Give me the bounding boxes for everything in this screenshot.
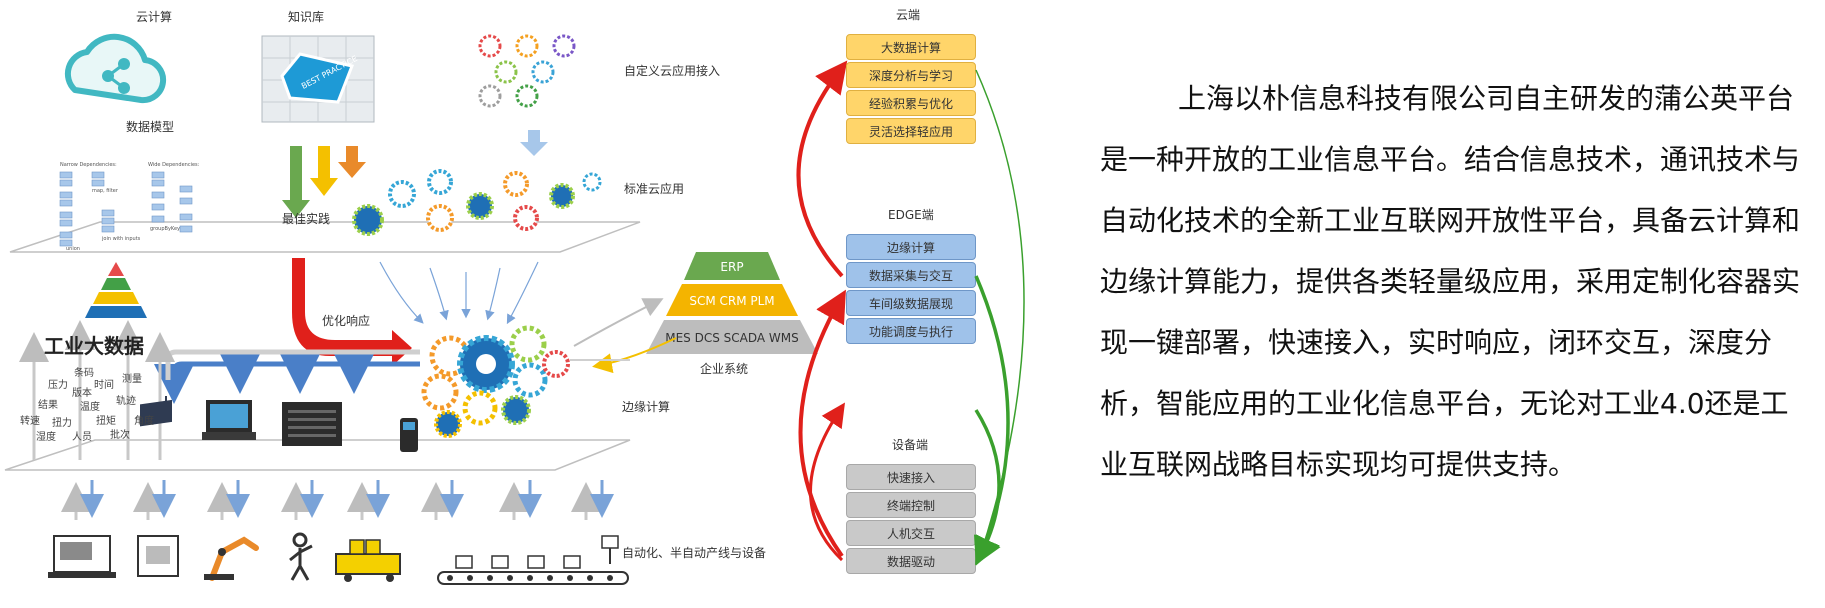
production-line-icon bbox=[437, 535, 629, 585]
term-angle: 角度 bbox=[134, 416, 154, 427]
red-arrow-to-cloud bbox=[796, 60, 848, 278]
red-arrow-to-edge bbox=[798, 289, 846, 558]
best-practice-puzzle-icon: BEST PRACTICE bbox=[261, 35, 375, 123]
edge-item-computing: 边缘计算 bbox=[846, 234, 976, 260]
term-measure: 测量 bbox=[122, 374, 142, 385]
term-trajectory: 轨迹 bbox=[116, 396, 136, 407]
best-practice-arrows bbox=[282, 146, 366, 218]
green-arrow-device-down bbox=[974, 409, 1001, 566]
cloud-item-big-data: 大数据计算 bbox=[846, 34, 976, 60]
data-model-label: 数据模型 bbox=[126, 120, 175, 134]
agv-cart-icon bbox=[335, 539, 401, 582]
cloud-item-deep-learning: 深度分析与学习 bbox=[846, 62, 976, 88]
term-batch: 批次 bbox=[110, 430, 130, 441]
edge-gateway-icon bbox=[140, 396, 172, 427]
term-personnel: 人员 bbox=[72, 432, 92, 443]
term-temperature: 温度 bbox=[80, 402, 100, 413]
worker-icon bbox=[289, 532, 313, 581]
cloud-item-light-app: 灵活选择轻应用 bbox=[846, 118, 976, 144]
cloud-title: 云端 bbox=[896, 8, 921, 22]
svg-text:Wide Dependencies:: Wide Dependencies: bbox=[148, 162, 200, 168]
industrial-big-data-label: 工业大数据 bbox=[44, 334, 144, 358]
automation-lines-label: 自动化、半自动产线与设备 bbox=[622, 546, 767, 560]
term-humidity: 湿度 bbox=[36, 432, 56, 443]
term-twist: 扭力 bbox=[52, 418, 72, 429]
svg-text:join with inputs: join with inputs bbox=[101, 236, 141, 242]
device-item-access: 快速接入 bbox=[846, 464, 976, 490]
green-arrows bbox=[973, 69, 1025, 566]
device-io-arrows bbox=[61, 480, 614, 520]
cloud-computing-label: 云计算 bbox=[136, 10, 173, 24]
custom-cloud-app-label: 自定义云应用接入 bbox=[624, 64, 721, 78]
industrial-server-icon bbox=[282, 402, 342, 446]
cloud-item-experience: 经验积累与优化 bbox=[846, 90, 976, 116]
edge-item-scheduling: 功能调度与执行 bbox=[846, 318, 976, 344]
down-arrow-light bbox=[520, 130, 548, 156]
svg-text:union: union bbox=[66, 246, 80, 252]
robot-arm-icon bbox=[204, 536, 259, 581]
industrial-tablet-icon bbox=[202, 400, 256, 440]
cloud-icon bbox=[64, 33, 167, 104]
edge-item-collection: 数据采集与交互 bbox=[846, 262, 976, 288]
from-enterprise-arrow bbox=[592, 337, 677, 374]
device-item-control: 终端控制 bbox=[846, 492, 976, 518]
svg-text:groupByKey: groupByKey bbox=[150, 226, 180, 232]
cnc-machine-icon bbox=[48, 535, 116, 578]
term-version: 版本 bbox=[72, 388, 92, 399]
3d-printer-icon bbox=[137, 535, 179, 577]
optimize-response-arrow bbox=[292, 258, 412, 366]
term-torque: 扭矩 bbox=[96, 416, 116, 427]
erp-label: ERP bbox=[720, 260, 743, 274]
edge-item-display: 车间级数据展现 bbox=[846, 290, 976, 316]
big-data-pyramid-icon bbox=[85, 262, 147, 318]
device-item-hmi: 人机交互 bbox=[846, 520, 976, 546]
architecture-diagram: BEST PRACTICE Narrow Dependencies: Wide … bbox=[4, 33, 848, 585]
scm-label: SCM CRM PLM bbox=[689, 294, 774, 308]
knowledge-base-label: 知识库 bbox=[288, 10, 325, 24]
central-gear-cluster-icon bbox=[421, 325, 570, 438]
device-item-data-driven: 数据驱动 bbox=[846, 548, 976, 574]
standard-cloud-app-label: 标准云应用 bbox=[624, 182, 685, 196]
term-time: 时间 bbox=[94, 380, 114, 391]
best-practice-label: 最佳实践 bbox=[282, 212, 331, 226]
custom-app-gears-icon bbox=[478, 34, 576, 108]
term-result: 结果 bbox=[38, 400, 58, 411]
to-enterprise-arrow bbox=[573, 298, 664, 347]
description-paragraph: 上海以朴信息科技有限公司自主研发的蒲公英平台是一种开放的工业信息平台。结合信息技… bbox=[1100, 68, 1805, 495]
term-barcode: 条码 bbox=[74, 368, 94, 379]
svg-text:map, filter: map, filter bbox=[92, 188, 119, 194]
edge-computing-label: 边缘计算 bbox=[622, 400, 671, 414]
data-model-diagram: Narrow Dependencies: Wide Dependencies: … bbox=[59, 162, 200, 252]
enterprise-system-label: 企业系统 bbox=[700, 362, 749, 376]
standard-cloud-app-gears-icon bbox=[352, 169, 602, 236]
svg-text:Narrow Dependencies:: Narrow Dependencies: bbox=[60, 162, 117, 168]
enterprise-pyramid: ERP SCM CRM PLM MES DCS SCADA WMS bbox=[646, 252, 818, 354]
term-rpm: 转速 bbox=[20, 416, 40, 427]
edge-plane bbox=[4, 439, 631, 471]
converging-arrows bbox=[379, 261, 539, 325]
term-pressure: 压力 bbox=[48, 380, 68, 391]
red-arrow-device bbox=[809, 402, 845, 562]
big-data-up-arrows bbox=[19, 320, 175, 460]
handheld-scanner-icon bbox=[400, 418, 418, 452]
feedback-arrows bbox=[154, 349, 420, 404]
optimize-response-label: 优化响应 bbox=[322, 314, 371, 328]
edge-title: EDGE端 bbox=[888, 208, 934, 222]
mes-label: MES DCS SCADA WMS bbox=[665, 331, 799, 345]
device-title: 设备端 bbox=[892, 438, 929, 452]
description-text: 上海以朴信息科技有限公司自主研发的蒲公英平台是一种开放的工业信息平台。结合信息技… bbox=[1100, 82, 1801, 481]
